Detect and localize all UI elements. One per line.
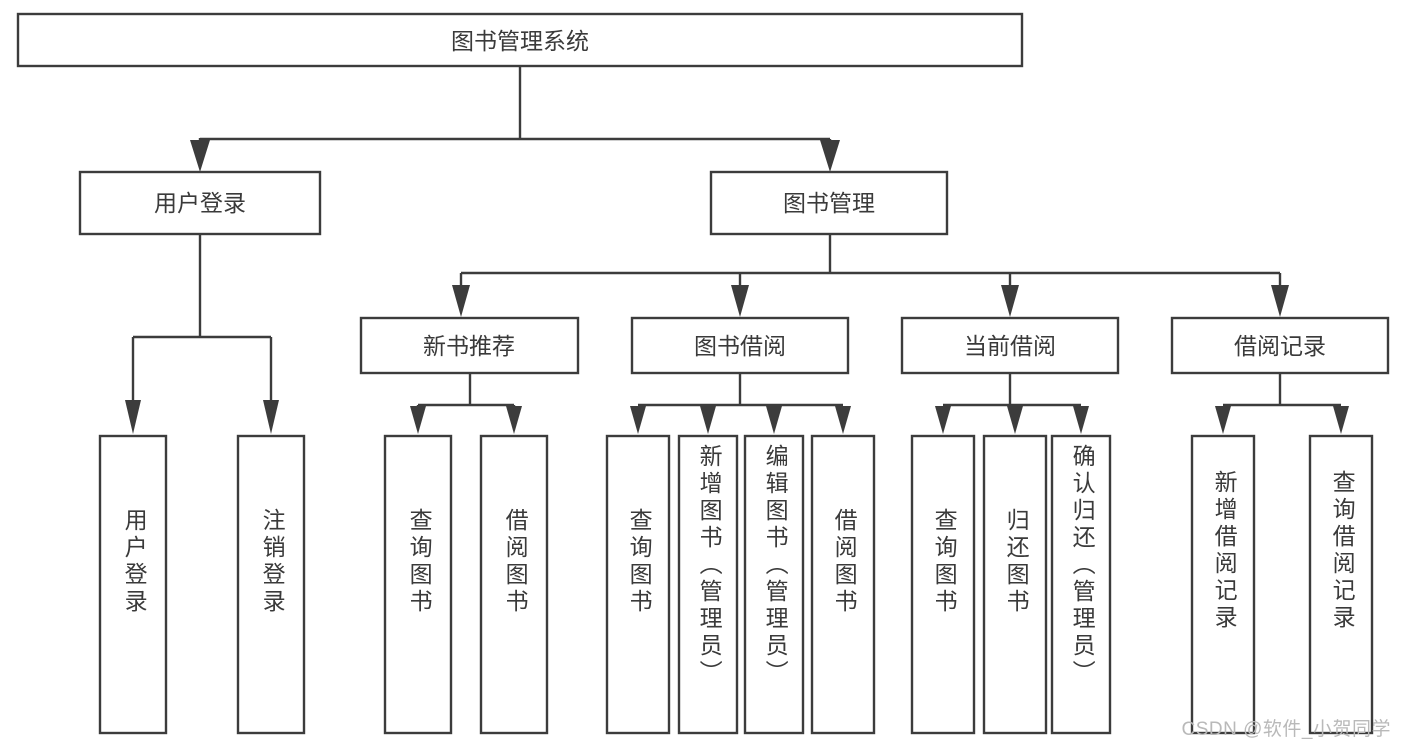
- node-user-login[interactable]: 用户登录: [78, 170, 322, 236]
- arrowhead-book-borrow: [731, 285, 749, 317]
- node-leaf-query-borrow-record-box[interactable]: [1308, 434, 1374, 735]
- node-leaf-user-logout-box[interactable]: [236, 434, 306, 735]
- connector-layer: [125, 66, 1349, 434]
- node-book-management-box[interactable]: [709, 170, 949, 236]
- node-root[interactable]: 图书管理系统: [16, 12, 1024, 68]
- arrowhead-leaf-query-book-2: [630, 406, 646, 434]
- arrowhead-leaf-add-borrow-record: [1215, 406, 1231, 434]
- node-layer: 图书管理系统 用户登录 图书管理 新书推荐 图书借阅: [16, 12, 1390, 735]
- node-root-label: 图书管理系统: [451, 28, 589, 54]
- node-current-borrow-box[interactable]: [900, 316, 1120, 375]
- node-leaf-query-book-2-box[interactable]: [605, 434, 671, 735]
- arrowhead-leaf-query-book-3: [935, 406, 951, 434]
- arrowhead-leaf-edit-book-admin: [766, 406, 782, 434]
- arrowhead-leaf-confirm-return-admin: [1073, 406, 1089, 434]
- arrowhead-user-login: [190, 140, 210, 172]
- node-book-borrow-label: 图书借阅: [694, 333, 786, 359]
- arrowhead-new-book-recommend: [452, 285, 470, 317]
- arrowhead-leaf-add-book-admin: [700, 406, 716, 434]
- node-leaf-return-book-box[interactable]: [982, 434, 1048, 735]
- node-user-login-box[interactable]: [78, 170, 322, 236]
- arrowhead-leaf-query-book-1: [410, 406, 426, 434]
- csdn-watermark: CSDN @软件_小贺同学: [1181, 719, 1391, 740]
- node-leaf-query-book-3-box[interactable]: [910, 434, 976, 735]
- node-book-borrow[interactable]: 图书借阅: [630, 316, 850, 375]
- node-new-book-recommend-box[interactable]: [359, 316, 580, 375]
- node-book-management-label: 图书管理: [783, 190, 875, 216]
- node-leaf-borrow-book-2-box[interactable]: [810, 434, 876, 735]
- node-book-borrow-box[interactable]: [630, 316, 850, 375]
- node-current-borrow-label: 当前借阅: [964, 333, 1056, 359]
- node-new-book-recommend-label: 新书推荐: [423, 333, 515, 359]
- arrowhead-leaf-user-login: [125, 400, 141, 434]
- node-user-login-label: 用户登录: [154, 190, 246, 216]
- node-new-book-recommend[interactable]: 新书推荐: [359, 316, 580, 375]
- arrowhead-leaf-user-logout: [263, 400, 279, 434]
- node-borrow-record[interactable]: 借阅记录: [1170, 316, 1390, 375]
- arrowhead-leaf-return-book: [1007, 406, 1023, 434]
- node-leaf-edit-book-admin-box[interactable]: [743, 434, 805, 735]
- arrowhead-leaf-borrow-book-2: [835, 406, 851, 434]
- node-book-management[interactable]: 图书管理: [709, 170, 949, 236]
- node-leaf-user-login-box[interactable]: [98, 434, 168, 735]
- arrowhead-book-management: [820, 140, 840, 172]
- node-leaf-borrow-book-1-box[interactable]: [479, 434, 549, 735]
- node-borrow-record-box[interactable]: [1170, 316, 1390, 375]
- node-borrow-record-label: 借阅记录: [1234, 333, 1326, 359]
- node-root-box[interactable]: [16, 12, 1024, 68]
- node-current-borrow[interactable]: 当前借阅: [900, 316, 1120, 375]
- arrowhead-current-borrow: [1001, 285, 1019, 317]
- node-leaf-query-book-1-box[interactable]: [383, 434, 453, 735]
- arrowhead-leaf-borrow-book-1: [506, 406, 522, 434]
- node-leaf-confirm-return-admin-box[interactable]: [1050, 434, 1112, 735]
- node-leaf-add-book-admin-box[interactable]: [677, 434, 739, 735]
- node-leaf-add-borrow-record-box[interactable]: [1190, 434, 1256, 735]
- arrowhead-leaf-query-borrow-record: [1333, 406, 1349, 434]
- arrowhead-borrow-record: [1271, 285, 1289, 317]
